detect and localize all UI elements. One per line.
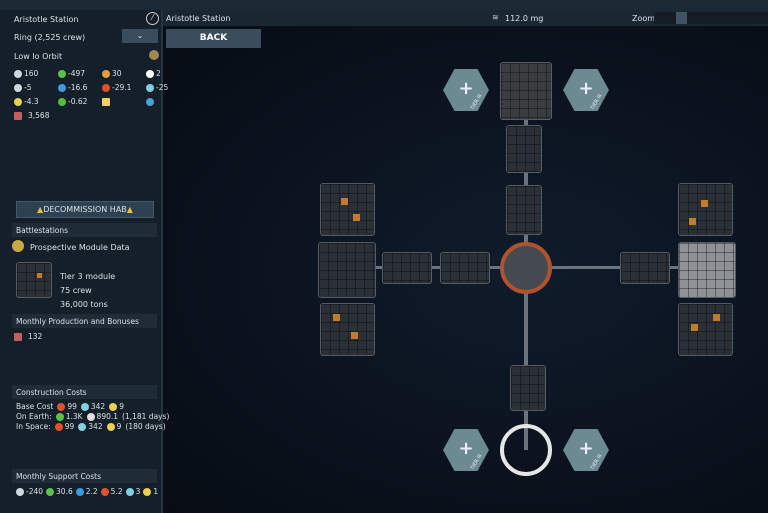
window-top (0, 0, 768, 10)
stats-row: 160 -497 30 2 (14, 69, 186, 78)
metals-icon (80, 403, 89, 411)
module[interactable] (506, 125, 542, 173)
battlestation-module[interactable] (678, 183, 733, 236)
satellite-icon (14, 83, 22, 92)
production-header: Monthly Production and Bonuses (12, 314, 157, 328)
battlestation-module[interactable] (678, 303, 733, 356)
crew-icon (14, 69, 22, 78)
zoom-slider[interactable] (654, 12, 768, 24)
support-header: Monthly Support Costs (12, 469, 157, 483)
top-bar: Aristotle Station ≋ 112.0 mg Zoom (0, 10, 768, 27)
orbit-label: Low Io Orbit (14, 52, 63, 61)
zoom-slider-handle[interactable] (676, 12, 687, 24)
noble-metals-icon (143, 488, 152, 496)
ring-hab[interactable] (500, 424, 552, 476)
station-mass: 112.0 mg (505, 14, 544, 23)
module[interactable] (510, 365, 546, 411)
empty-slot-button[interactable]: +TIER III (563, 69, 609, 111)
boost-icon (14, 111, 22, 120)
station-title: Aristotle Station (166, 14, 231, 23)
base-cost-row: Base Cost 99 342 9 (16, 402, 124, 411)
back-button[interactable]: BACK (166, 29, 261, 48)
module[interactable] (382, 252, 432, 284)
module[interactable] (678, 242, 736, 298)
boost-icon (86, 413, 95, 421)
water-icon (58, 83, 66, 92)
battlestation-module[interactable] (320, 303, 375, 356)
food-icon (58, 69, 66, 78)
volatiles-icon (102, 83, 110, 92)
module[interactable] (620, 252, 670, 284)
metals-icon (125, 488, 134, 496)
noble-metals-icon (109, 403, 118, 411)
module[interactable] (506, 185, 542, 235)
in-space-row: In Space: 99 342 9 (180 days) (16, 422, 166, 431)
module[interactable] (318, 242, 376, 298)
noble-metals-icon (14, 97, 22, 106)
water-icon (75, 488, 84, 496)
module-crew: 75 crew (60, 286, 92, 295)
radioactives-icon (58, 97, 66, 106)
money-icon (55, 413, 64, 421)
money-icon (46, 488, 55, 496)
prospective-label: Prospective Module Data (30, 243, 130, 252)
no-entry-icon (146, 97, 154, 106)
battlestation-module[interactable] (320, 183, 375, 236)
construction-header: Construction Costs (12, 385, 157, 399)
io-moon-icon (149, 50, 159, 60)
boost-icon (14, 332, 22, 341)
production-row: 132 (14, 332, 42, 341)
volatiles-icon (57, 403, 66, 411)
mass-icon: ≋ (492, 13, 499, 22)
mission-control-icon (102, 69, 110, 78)
stats-row: -5 -16.6 -29.1 -25 (14, 83, 186, 92)
stats-row: -4.3 -0.62 (14, 97, 186, 106)
module[interactable] (440, 252, 490, 284)
module-tier: Tier 3 module (60, 272, 116, 281)
boost-row: 3,568 (14, 111, 49, 120)
support-row: -240 30.6 2.2 5.2 3 1 (16, 487, 158, 496)
left-panel: Aristotle Station ⁄ Ring (2,525 crew) ⌄ … (0, 10, 169, 513)
hab-select-value[interactable]: Ring (2,525 crew) (14, 33, 86, 42)
on-earth-row: On Earth: 1.3K 890.1 (1,181 days) (16, 412, 170, 421)
module-name-header: Battlestations (12, 223, 157, 237)
zoom-label: Zoom (632, 14, 656, 23)
fuel-icon (102, 97, 110, 106)
battlestation-icon (12, 240, 24, 252)
crew-icon (16, 488, 24, 496)
solar-array-module[interactable] (500, 62, 552, 120)
hab-select-dropdown[interactable]: ⌄ (122, 29, 158, 43)
module-mass: 36,000 tons (60, 300, 108, 309)
rename-icon[interactable]: ⁄ (146, 12, 159, 25)
metals-icon (78, 423, 87, 431)
volatiles-icon (54, 423, 63, 431)
noble-metals-icon (106, 423, 115, 431)
gender-icon (146, 69, 154, 78)
decommission-hab-button[interactable]: ▲DECOMMISSION HAB▲ (16, 201, 154, 218)
panel-station-name: Aristotle Station (14, 15, 79, 24)
hub-core[interactable] (500, 242, 552, 294)
metals-icon (146, 83, 154, 92)
empty-slot-button[interactable]: +TIER III (563, 429, 609, 471)
volatiles-icon (100, 488, 109, 496)
module-thumbnail (16, 262, 52, 298)
